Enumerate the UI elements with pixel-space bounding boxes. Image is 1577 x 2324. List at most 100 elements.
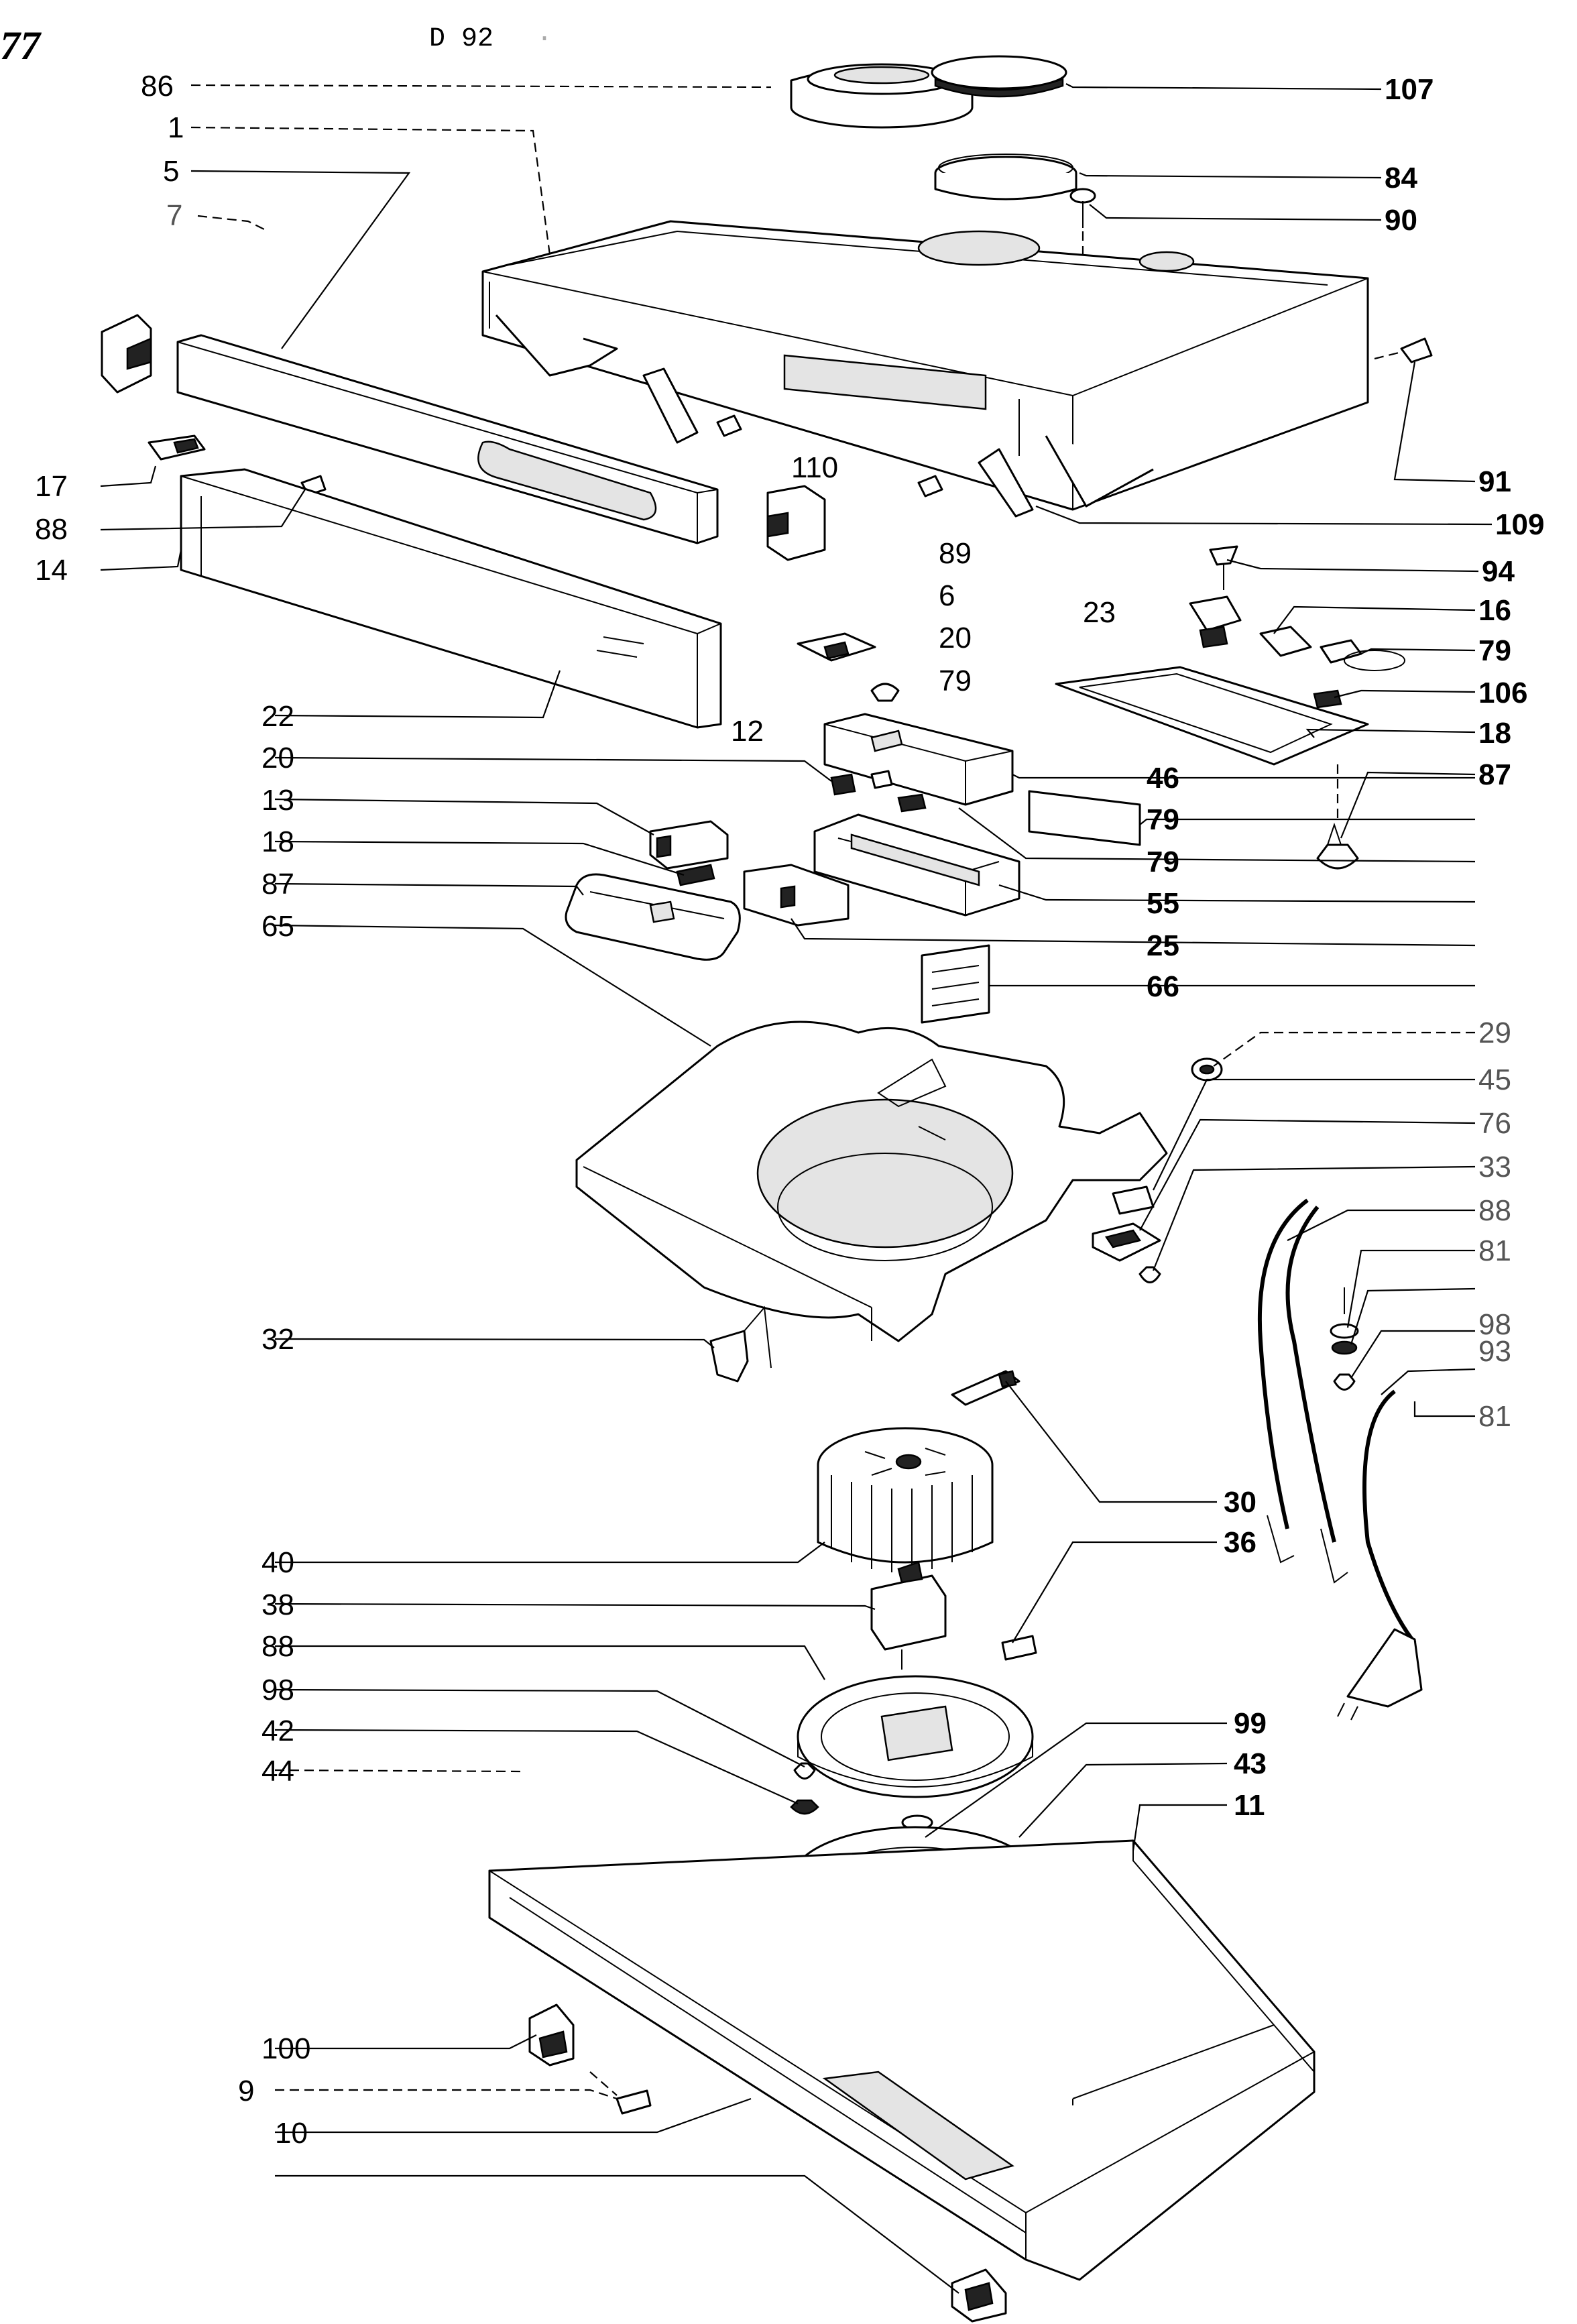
callout-labels: 86 1 5 7 17 88 14 22 20 13 18 87 65 32 4… — [35, 70, 1544, 2150]
part-9-bottom-tray — [488, 1839, 1316, 2281]
callout-55: 87 — [261, 868, 294, 900]
parts-drawings — [101, 55, 1433, 2323]
callout-106: 106 — [1478, 677, 1527, 709]
callout-99-lower: 42 — [261, 1715, 294, 1747]
callout-107: 107 — [1385, 73, 1434, 106]
document-code: D 92 — [429, 24, 493, 54]
callout-44: 11 — [1234, 1789, 1265, 1822]
part-7-endcap-left — [101, 314, 152, 394]
callout-84: 84 — [1385, 162, 1417, 194]
callout-16: 20 — [939, 622, 972, 654]
callout-38: 88 — [261, 1630, 294, 1663]
part-30-clip — [951, 1370, 1020, 1406]
callout-65: 13 — [261, 784, 294, 817]
callout-88-upper: 88 — [35, 513, 68, 546]
part-22-lampholder — [1189, 595, 1242, 648]
callout-36: 38 — [261, 1588, 294, 1621]
part-91-clip — [1374, 337, 1433, 363]
callout-1: 1 — [168, 111, 184, 144]
callout-100: 9 — [238, 2075, 254, 2107]
part-10-clip — [951, 2268, 1007, 2323]
callout-22: 23 — [1083, 596, 1116, 629]
part-87-screw — [1316, 764, 1359, 870]
part-109-bracket — [917, 448, 1034, 518]
callout-79-left: 20 — [261, 742, 294, 774]
part-81-cable-plug — [1337, 1389, 1423, 1721]
callout-33: 76 — [1478, 1107, 1511, 1140]
faint-mark: · — [536, 24, 552, 54]
callout-93: 93 — [1478, 1335, 1511, 1368]
callout-91: 91 — [1478, 465, 1511, 498]
part-33-terminal — [1092, 1185, 1161, 1262]
callout-40: 36 — [1224, 1526, 1257, 1559]
callout-66: 25 — [1147, 929, 1179, 962]
callout-98-right: 98 — [1478, 1308, 1511, 1341]
part-47-switch-frame — [813, 813, 1020, 917]
callout-25: 65 — [261, 910, 294, 943]
callout-90: 90 — [1385, 204, 1417, 237]
callout-109: 109 — [1495, 508, 1544, 541]
callout-86: 86 — [141, 70, 174, 103]
callout-79-top: 79 — [939, 664, 972, 697]
callout-18: 18 — [1478, 717, 1511, 750]
part-55-control-panel — [565, 873, 741, 961]
part-37-impeller — [817, 1427, 994, 1572]
callout-13: 22 — [261, 700, 294, 733]
callout-23: 16 — [1478, 594, 1511, 627]
callout-76: 45 — [1478, 1063, 1511, 1096]
callout-79-right-b: 79 — [1147, 846, 1179, 878]
part-1-hood-body — [481, 220, 1369, 511]
part-81-cable-upper — [1257, 1198, 1348, 1584]
part-88-screw-mid — [1138, 1266, 1161, 1283]
callout-6: 6 — [939, 579, 955, 612]
part-18-filter-frame — [1055, 666, 1369, 766]
part-11-clip — [528, 2003, 575, 2067]
callout-7: 7 — [166, 199, 182, 232]
part-90-screw — [1069, 188, 1096, 255]
part-46-switch-housing — [823, 713, 1014, 806]
callout-73: 18 — [261, 825, 294, 858]
part-23-tube — [1259, 626, 1312, 657]
part-32-bracket — [709, 1305, 772, 1383]
callout-37: 40 — [261, 1546, 294, 1579]
part-36-motor-block — [870, 1561, 947, 1670]
part-5-trim-bar — [176, 334, 719, 544]
part-13-glass-panel — [180, 468, 722, 729]
part-107-flap — [931, 55, 1067, 98]
callout-89: 89 — [939, 537, 972, 570]
callout-17: 17 — [35, 470, 68, 503]
callout-87: 87 — [1478, 758, 1511, 791]
part-38-motor-plate — [797, 1675, 1034, 1798]
part-84-ring — [934, 154, 1077, 200]
callout-46: 46 — [1147, 762, 1179, 795]
callout-12: 12 — [731, 715, 764, 748]
callout-88-right: 33 — [1478, 1151, 1511, 1183]
part-66-switch — [743, 864, 850, 927]
part-100-screw — [589, 2071, 652, 2115]
part-45-grommet — [1191, 1057, 1223, 1082]
callout-99-right: 81 — [1478, 1234, 1511, 1267]
callout-110: 110 — [791, 451, 838, 484]
part-88-99-screws-lower — [790, 1762, 819, 1815]
callout-45: 29 — [1478, 1016, 1511, 1049]
part-20-bulb — [1320, 639, 1405, 671]
part-86-collar — [790, 63, 974, 129]
part-25-fan-housing — [575, 1021, 1168, 1342]
callout-5: 5 — [163, 155, 179, 188]
part-73-button — [676, 864, 715, 886]
part-79-buttons — [830, 683, 1141, 846]
part-40-clip — [1001, 1635, 1037, 1661]
leader-lines — [100, 83, 1493, 2294]
callout-47: 55 — [1147, 887, 1179, 920]
part-94-screw — [1209, 545, 1238, 590]
part-65-switch — [649, 820, 729, 870]
part-110-bracket — [642, 367, 742, 444]
callout-11: 100 — [261, 2032, 310, 2065]
part-16-clip — [797, 632, 876, 662]
part-106-clip — [1313, 689, 1342, 709]
callout-81-upper: 88 — [1478, 1194, 1511, 1227]
callout-9: 10 — [275, 2117, 308, 2150]
callout-30: 30 — [1224, 1486, 1257, 1519]
callout-81-lower: 81 — [1478, 1400, 1511, 1433]
